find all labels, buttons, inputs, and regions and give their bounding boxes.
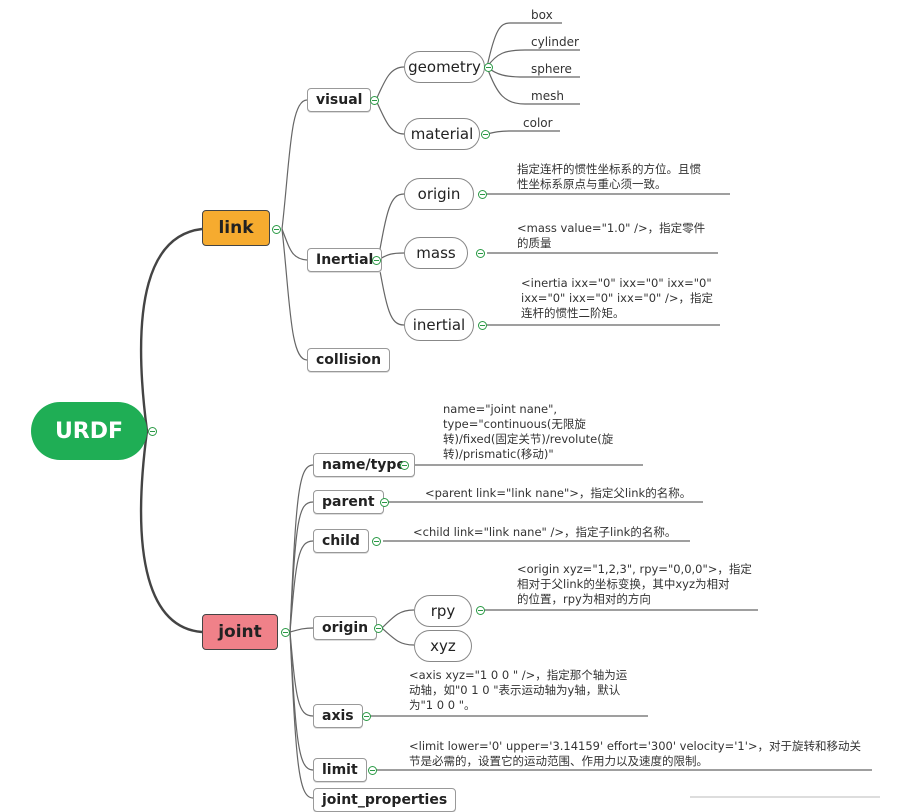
link-node[interactable]: link <box>202 210 270 246</box>
root-label: URDF <box>54 418 124 444</box>
collapse-toggle[interactable] <box>478 190 487 199</box>
collapse-toggle[interactable] <box>372 256 381 265</box>
joint-node[interactable]: joint <box>202 614 278 650</box>
child-note: <child link="link nane" />，指定子link的名称。 <box>413 525 677 539</box>
joint-properties-label: joint_properties <box>322 792 448 808</box>
name-type-node[interactable]: name/type <box>313 453 415 477</box>
rpy-node[interactable]: rpy <box>414 595 472 627</box>
collapse-toggle[interactable] <box>272 225 281 234</box>
geometry-item: cylinder <box>531 35 579 49</box>
collapse-toggle[interactable] <box>374 624 383 633</box>
child-node[interactable]: child <box>313 529 369 553</box>
axis-node[interactable]: axis <box>313 704 363 728</box>
name-type-label: name/type <box>322 457 406 473</box>
collapse-toggle[interactable] <box>362 712 371 721</box>
parent-label: parent <box>322 494 375 510</box>
parent-node[interactable]: parent <box>313 490 384 514</box>
inertial-node[interactable]: Inertial <box>307 248 383 272</box>
joint-label: joint <box>218 622 262 642</box>
limit-note: <limit lower='0' upper='3.14159' effort=… <box>409 739 862 768</box>
collapse-toggle[interactable] <box>380 498 389 507</box>
inertial-label: Inertial <box>316 252 374 268</box>
mass-node[interactable]: mass <box>404 237 468 269</box>
collapse-toggle[interactable] <box>281 628 290 637</box>
joint-origin-label: origin <box>322 620 369 636</box>
axis-note: <axis xyz="1 0 0 " />，指定那个轴为运 动轴，如"0 1 0… <box>409 668 628 712</box>
mass-note: <mass value="1.0" />，指定零件 的质量 <box>517 221 706 250</box>
collision-label: collision <box>316 352 382 368</box>
inertial-origin-note: 指定连杆的惯性坐标系的方位。且惯 性坐标系原点与重心须一致。 <box>517 162 701 191</box>
branch-root-joint <box>139 430 203 634</box>
xyz-node[interactable]: xyz <box>414 630 472 662</box>
root-node[interactable]: URDF <box>31 402 147 460</box>
branch-root-link <box>139 227 203 432</box>
material-node[interactable]: material <box>404 118 480 150</box>
collision-node[interactable]: collision <box>307 348 391 372</box>
mass-label: mass <box>416 244 456 262</box>
inertia-note: <inertia ixx="0" ixx="0" ixx="0" ixx="0"… <box>521 276 713 320</box>
material-item: color <box>523 116 553 130</box>
geometry-node[interactable]: geometry <box>404 51 485 83</box>
collapse-toggle[interactable] <box>370 96 379 105</box>
name-type-note: name="joint nane", type="continuous(无限旋 … <box>443 402 614 461</box>
axis-label: axis <box>322 708 354 724</box>
inertial-origin-label: origin <box>417 185 461 203</box>
collapse-toggle[interactable] <box>481 130 490 139</box>
visual-node[interactable]: visual <box>307 88 372 112</box>
child-label: child <box>322 533 360 549</box>
sub-branches <box>281 22 872 799</box>
collapse-toggle[interactable] <box>476 249 485 258</box>
collapse-toggle[interactable] <box>476 606 485 615</box>
geometry-item: sphere <box>531 62 572 76</box>
geometry-label: geometry <box>408 58 481 76</box>
collapse-toggle[interactable] <box>368 766 377 775</box>
inertia-node[interactable]: inertial <box>404 309 474 341</box>
joint-origin-node[interactable]: origin <box>313 616 378 640</box>
geometry-item: mesh <box>531 89 564 103</box>
main-branches <box>139 227 203 634</box>
link-label: link <box>218 218 254 238</box>
material-label: material <box>410 125 474 143</box>
collapse-toggle[interactable] <box>148 427 157 436</box>
collapse-toggle[interactable] <box>372 537 381 546</box>
inertial-origin-node[interactable]: origin <box>404 178 474 210</box>
visual-label: visual <box>316 92 363 108</box>
geometry-item: box <box>531 8 553 22</box>
xyz-label: xyz <box>430 637 456 655</box>
parent-note: <parent link="link nane">，指定父link的名称。 <box>425 486 692 500</box>
inertia-label: inertial <box>412 316 466 334</box>
rpy-label: rpy <box>430 602 456 620</box>
collapse-toggle[interactable] <box>484 63 493 72</box>
collapse-toggle[interactable] <box>478 321 487 330</box>
limit-node[interactable]: limit <box>313 758 367 782</box>
rpy-note: <origin xyz="1,2,3", rpy="0,0,0">，指定 相对于… <box>517 562 752 606</box>
limit-label: limit <box>322 762 358 778</box>
joint-properties-node[interactable]: joint_properties <box>313 788 457 812</box>
collapse-toggle[interactable] <box>400 461 409 470</box>
